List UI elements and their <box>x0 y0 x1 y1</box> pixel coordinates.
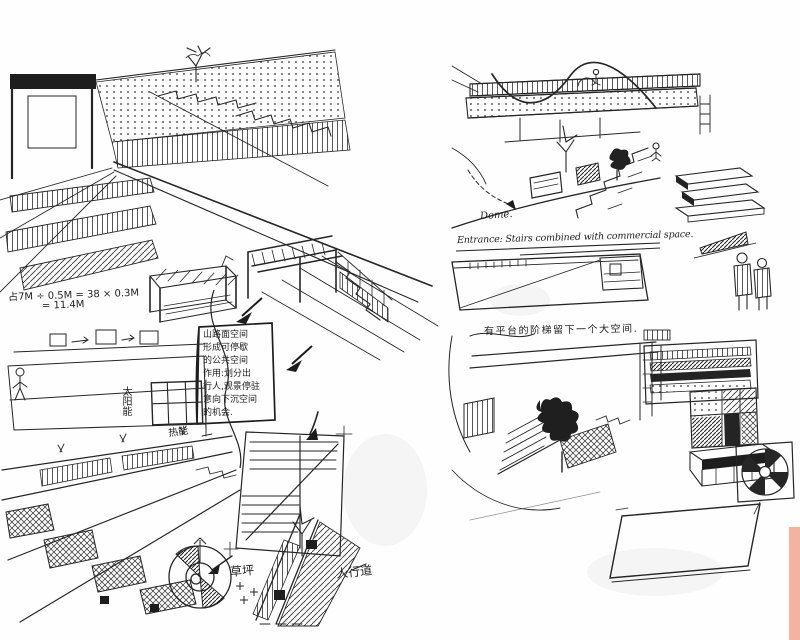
sketch-terraced-entrance <box>451 125 662 229</box>
label-dome: Dome. <box>479 208 513 223</box>
sketch-pergola-cube <box>148 255 239 323</box>
note-line: 作用:划分出 <box>203 369 252 379</box>
sketch-texture-quilt <box>689 387 759 449</box>
sketch-aerial-walkway <box>1 425 241 623</box>
label-heat: 热能 <box>167 425 190 440</box>
direction-arrows <box>236 297 313 372</box>
note-box-text: 山路面空间 形成可停歇 的公共空间 作用:划分出 行人,观景停驻 意向下沉空间 … <box>203 329 273 420</box>
sketch-sloped-path <box>252 505 367 627</box>
sketch-spiral-diagram <box>168 537 232 609</box>
entrance-caption-underline <box>455 242 661 256</box>
note-line: 意向下沉空间 <box>203 395 258 405</box>
note-line: 山路面空间 <box>203 330 249 340</box>
sketch-dark-wedge <box>693 231 757 259</box>
pink-backing-strip <box>789 527 800 640</box>
sketch-parallelogram-plot <box>609 501 761 583</box>
sketch-fan-circle <box>735 441 795 503</box>
stair-formula-line2: = 11.4M <box>41 299 85 312</box>
sketch-s-curve <box>210 289 242 469</box>
label-solar: 太阳能 <box>120 386 131 416</box>
sketch-mini-studies <box>7 329 213 437</box>
sketch-stair-plan <box>208 411 353 574</box>
sketch-roofed-corridor-stair <box>247 235 439 361</box>
sketch-bars-plan <box>643 329 759 405</box>
note-line: 的机会. <box>203 408 233 418</box>
sketch-stacked-slabs <box>674 167 766 223</box>
sketch-road-section-wave <box>451 61 711 143</box>
caption-big-space: 有平台的阶梯留下一个大空间. <box>483 323 639 338</box>
label-lawn: 草坪 <box>229 563 255 579</box>
note-line: 形成可停歇 <box>203 343 249 353</box>
note-line: 行人,观景停驻 <box>203 382 260 392</box>
lawn-tick-marks <box>236 582 258 604</box>
sketch-stepped-plaza-axon <box>448 332 662 521</box>
note-box-frame <box>195 322 276 425</box>
note-line: 的公共空间 <box>203 356 249 366</box>
sketch-two-figures <box>733 252 772 311</box>
sketch-plan-with-pier <box>451 253 649 311</box>
sketch-sunken-plaza-perspective <box>0 45 433 303</box>
